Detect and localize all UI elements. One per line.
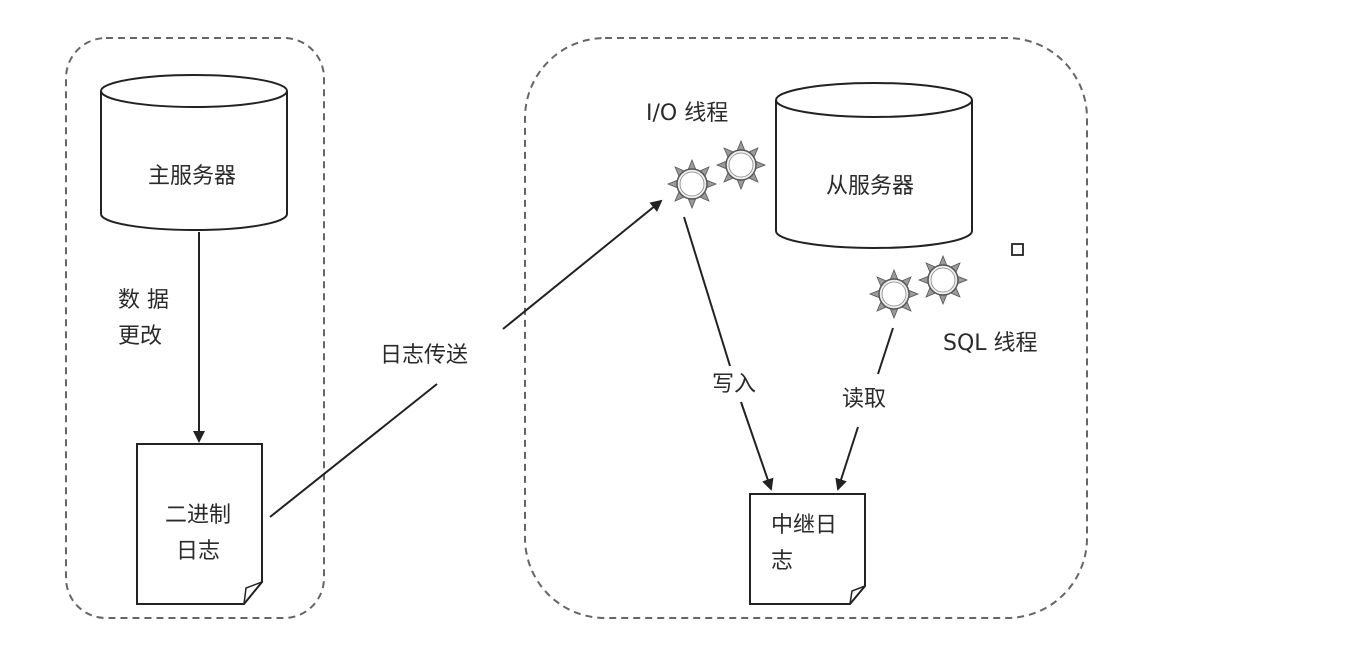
io-thread-gear-icon	[667, 140, 766, 209]
slave-db-label: 从服务器	[826, 174, 915, 199]
write-label: 写入	[712, 372, 757, 397]
binlog-label-line2: 日志	[176, 539, 221, 564]
relay-log-document-icon	[749, 493, 866, 605]
io-thread-label: I/O 线程	[646, 101, 729, 126]
read-arrow-upper	[877, 327, 894, 375]
write-arrow-upper	[683, 216, 731, 367]
small-square-marker	[1011, 243, 1024, 256]
binlog-label-line1: 二进制	[165, 503, 232, 528]
data-change-label-line2: 更改	[118, 324, 163, 349]
data-change-label-line1: 数 据	[118, 288, 169, 313]
log-transfer-arrow-upper	[502, 199, 663, 330]
log-transfer-arrow-lower	[269, 383, 438, 518]
master-database-icon	[100, 74, 288, 231]
master-group-border	[65, 37, 325, 619]
read-label: 读取	[842, 387, 887, 412]
master-db-label: 主服务器	[148, 164, 237, 189]
write-arrow-lower	[740, 401, 774, 491]
sql-thread-gear-icon	[869, 255, 968, 319]
slave-database-icon	[775, 82, 973, 249]
slave-group-border	[524, 37, 1088, 619]
sql-thread-label: SQL 线程	[943, 331, 1038, 356]
relay-log-label-line1: 中继日	[771, 513, 838, 538]
relay-log-label-line2: 志	[771, 549, 794, 574]
binlog-document-icon	[136, 443, 263, 605]
read-arrow-lower	[835, 426, 859, 491]
log-transfer-label: 日志传送	[380, 343, 469, 368]
